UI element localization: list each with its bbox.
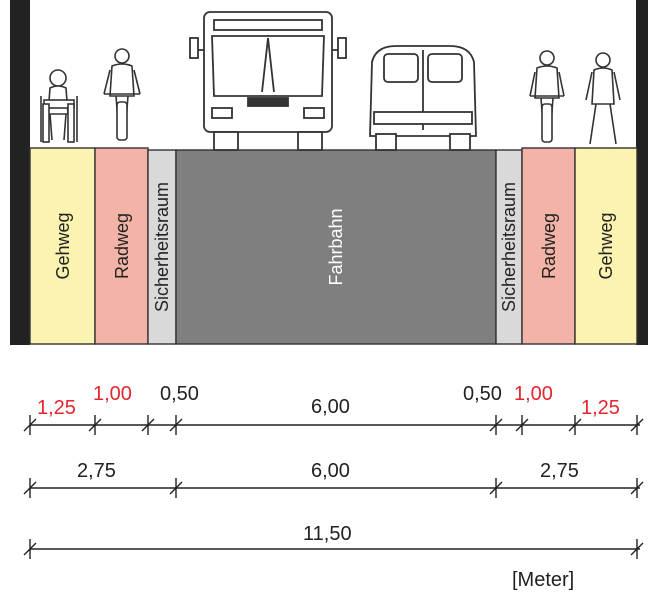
left-safety-lane	[147, 149, 177, 345]
dim-left-side: 2,75	[77, 460, 116, 482]
left-sidewalk-label: Gehweg	[53, 212, 73, 279]
dim-right-safety: 0,50	[463, 383, 502, 405]
dim-road-row2: 6,00	[311, 460, 350, 482]
road-label: Fahrbahn	[326, 208, 346, 285]
right-bikelane-lane	[521, 147, 576, 345]
dim-left-safety: 0,50	[160, 383, 199, 405]
left-sidewalk-lane	[29, 147, 96, 345]
right-safety-label: Sicherheitsraum	[499, 182, 519, 312]
dim-left-bikelane: 1,00	[93, 383, 132, 405]
lanes	[29, 147, 638, 345]
pedestrian-icon	[585, 52, 621, 145]
dim-left-sidewalk: 1,25	[37, 397, 76, 419]
unit-label: [Meter]	[512, 569, 574, 591]
bus-icon	[189, 11, 347, 151]
wheelchair-user-icon	[40, 69, 78, 143]
cyclist-icon-right	[529, 50, 565, 143]
right-sidewalk-label: Gehweg	[596, 212, 616, 279]
left-bikelane-label: Radweg	[112, 213, 132, 279]
row1-ticks	[23, 415, 644, 435]
dim-total: 11,50	[303, 523, 352, 545]
van-icon	[369, 45, 477, 151]
dim-right-sidewalk: 1,25	[581, 397, 620, 419]
right-sidewalk-lane	[574, 147, 638, 345]
left-safety-label: Sicherheitsraum	[152, 182, 172, 312]
dim-right-bikelane: 1,00	[514, 383, 553, 405]
right-safety-lane	[495, 149, 523, 345]
road-lane	[175, 149, 497, 345]
dim-right-side: 2,75	[540, 460, 579, 482]
dimension-row-2	[23, 478, 644, 498]
left-bikelane-lane	[94, 147, 149, 345]
left-wall	[10, 0, 30, 345]
dimension-row-3	[23, 539, 644, 559]
dimension-row-1	[23, 415, 644, 435]
right-wall	[636, 0, 648, 345]
right-bikelane-label: Radweg	[539, 213, 559, 279]
dim-road-row1: 6,00	[311, 396, 350, 418]
cyclist-icon-left	[103, 48, 141, 141]
